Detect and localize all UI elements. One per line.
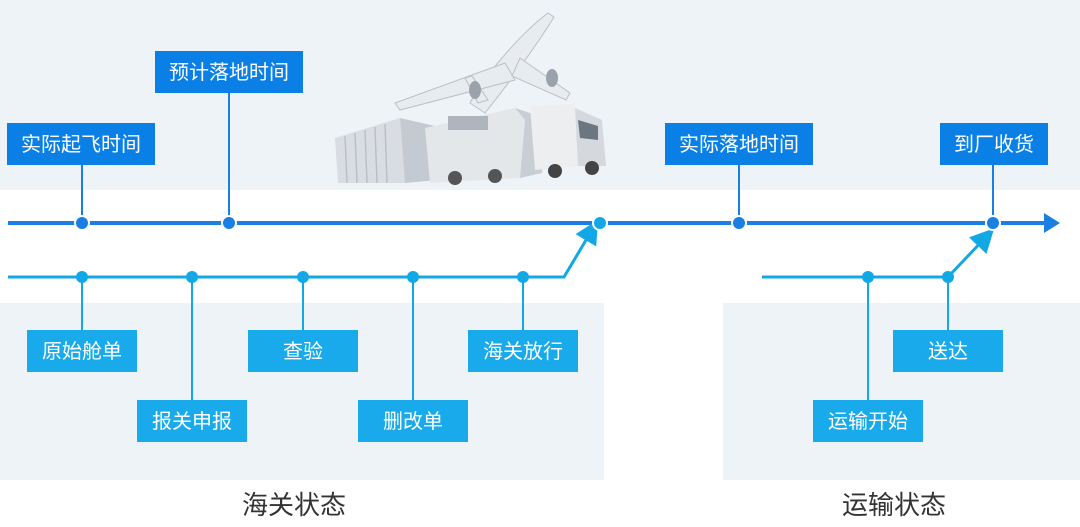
dot-customs-merge xyxy=(592,215,608,231)
actual-takeoff-box: 实际起飞时间 xyxy=(7,123,155,165)
amendment-box: 删改单 xyxy=(358,400,468,442)
dot-factory-receipt xyxy=(985,215,1001,231)
estimated-landing-box: 预计落地时间 xyxy=(155,51,303,93)
factory-receipt-box: 到厂收货 xyxy=(940,123,1048,165)
dot-estimated-landing xyxy=(221,215,237,231)
transport-start-box: 运输开始 xyxy=(813,400,923,442)
actual-landing-box: 实际落地时间 xyxy=(665,123,813,165)
transport-timeline xyxy=(762,228,995,279)
customs-declaration-box: 报关申报 xyxy=(137,400,247,442)
customs-status-label: 海关状态 xyxy=(242,491,347,521)
dot-actual-landing xyxy=(731,215,747,231)
inspection-box: 查验 xyxy=(248,330,358,372)
cargo-plane-train-truck-icon xyxy=(335,12,606,185)
original-manifest-box: 原始舱单 xyxy=(27,330,137,372)
main-timeline-arrowhead xyxy=(1044,213,1060,233)
customs-release-box: 海关放行 xyxy=(468,330,578,372)
transport-status-label: 运输状态 xyxy=(842,491,947,521)
dot-actual-takeoff xyxy=(74,215,90,231)
delivered-box: 送达 xyxy=(893,330,1003,372)
customs-timeline xyxy=(8,219,599,279)
